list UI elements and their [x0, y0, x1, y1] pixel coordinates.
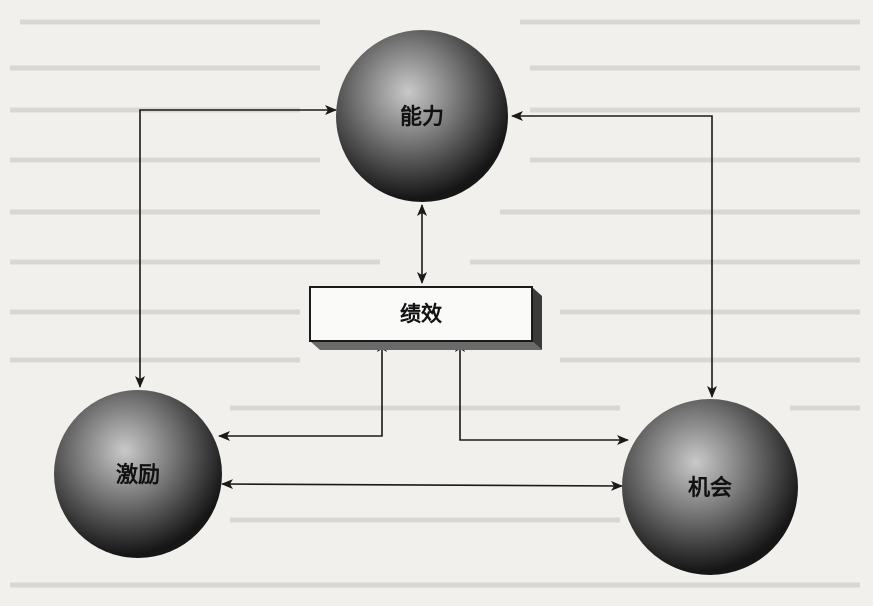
- performance-label: 绩效: [400, 302, 442, 326]
- edge-ability-motivation: [135, 105, 337, 388]
- performance-box: [309, 286, 533, 342]
- node-motivation: 激励: [54, 390, 222, 558]
- motivation-label: 激励: [116, 462, 160, 488]
- edge-motivation-performance: [218, 340, 387, 441]
- opportunity-label: 机会: [688, 475, 732, 501]
- performance-box-side: [532, 287, 542, 350]
- performance-box-bottom: [310, 341, 542, 350]
- node-ability: 能力: [336, 30, 508, 202]
- edge-ability-opportunity: [511, 111, 717, 398]
- ability-sphere: [336, 30, 508, 202]
- motivation-sphere: [54, 390, 222, 558]
- edge-motivation-opportunity: [221, 479, 623, 491]
- edge-performance-opportunity: [455, 340, 629, 445]
- opportunity-sphere: [622, 399, 798, 575]
- ability-label: 能力: [400, 104, 444, 130]
- node-opportunity: 机会: [622, 399, 798, 575]
- node-performance: 绩效: [309, 286, 542, 350]
- edges: [135, 105, 717, 491]
